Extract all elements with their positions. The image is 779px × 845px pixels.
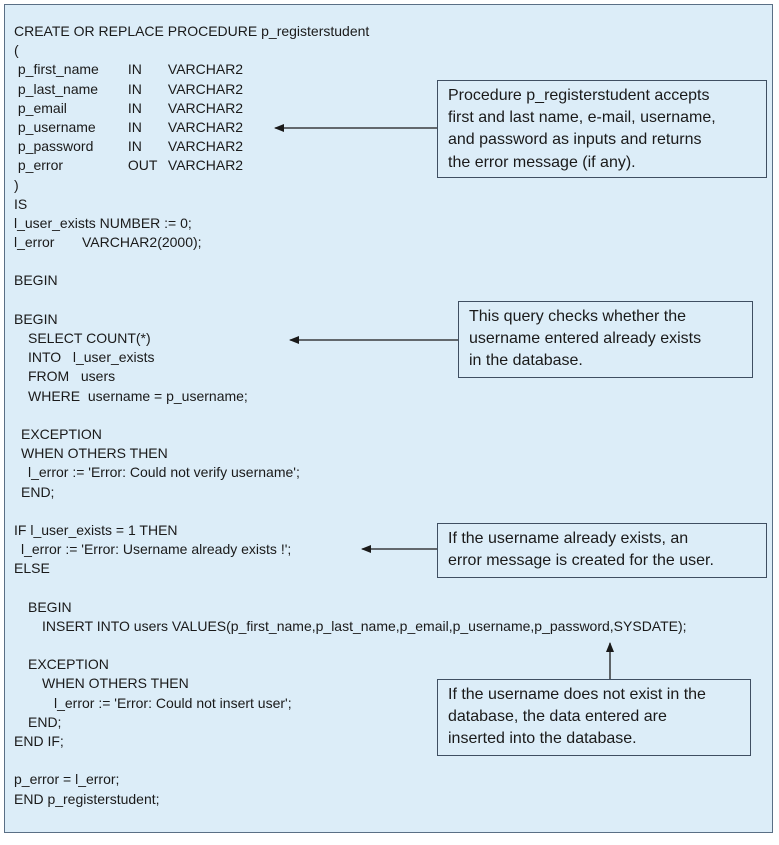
- param-line: p_username IN VARCHAR2: [14, 118, 687, 137]
- code-line: WHEN OTHERS THEN: [42, 675, 189, 692]
- code-line: INTO l_user_exists: [28, 349, 155, 366]
- decl-type: VARCHAR2(2000);: [82, 234, 202, 251]
- param-mode: IN: [127, 61, 142, 78]
- param-name: p_password: [17, 138, 94, 155]
- code-line: l_error := 'Error: Could not verify user…: [28, 464, 300, 481]
- decl-name: l_error: [14, 234, 55, 251]
- param-mode: IN: [127, 138, 142, 155]
- callout-procedure-description: Procedure p_registerstudent accepts firs…: [437, 80, 767, 178]
- param-mode: IN: [127, 80, 142, 97]
- callout-line: in the database.: [469, 352, 583, 370]
- code-line: (: [14, 42, 19, 59]
- param-name: p_username: [17, 118, 96, 135]
- code-line: END IF;: [14, 732, 64, 749]
- code-line: p_error = l_error;: [14, 771, 120, 788]
- code-line: CREATE OR REPLACE PROCEDURE p_registerst…: [14, 23, 370, 39]
- code-line: END;: [28, 713, 62, 730]
- param-name: p_first_name: [17, 61, 99, 78]
- code-line: INSERT INTO users VALUES(p_first_name,p_…: [42, 617, 687, 634]
- param-line: p_password IN VARCHAR2: [14, 137, 687, 156]
- code-line: EXCEPTION: [21, 425, 102, 442]
- code-line: SELECT COUNT(*): [28, 330, 151, 346]
- callout-line: inserted into the database.: [448, 730, 637, 748]
- callout-line: and password as inputs and returns: [448, 131, 702, 149]
- callout-line: username entered already exists: [469, 330, 702, 348]
- callout-line: Procedure p_registerstudent accepts: [448, 87, 710, 104]
- callout-line: first and last name, e-mail, username,: [448, 109, 716, 127]
- param-type: VARCHAR2: [167, 80, 244, 97]
- callout-line: error message is created for the user.: [448, 552, 714, 570]
- code-line: FROM users: [28, 368, 116, 385]
- param-line: p_last_name IN VARCHAR2: [14, 80, 687, 99]
- code-line: BEGIN: [28, 598, 72, 615]
- param-line: p_email IN VARCHAR2: [14, 99, 687, 118]
- param-type: VARCHAR2: [167, 99, 244, 116]
- code-line: BEGIN: [14, 310, 58, 327]
- param-line: p_error OUT VARCHAR2: [14, 156, 687, 175]
- code-line: l_error := 'Error: Could not insert user…: [54, 694, 292, 711]
- code-line: EXCEPTION: [28, 656, 109, 673]
- param-mode: IN: [127, 118, 142, 135]
- code-line: ELSE: [14, 560, 50, 577]
- callout-line: This query checks whether the: [469, 308, 686, 325]
- callout-line: If the username does not exist in the: [448, 686, 706, 703]
- callout-line: If the username already exists, an: [448, 530, 689, 547]
- code-line: END p_registerstudent;: [14, 790, 160, 807]
- callout-line: database, the data entered are: [448, 708, 667, 726]
- callout-line: the error message (if any).: [448, 153, 636, 171]
- param-type: VARCHAR2: [167, 118, 244, 135]
- callout-query-description: This query checks whether the username e…: [458, 301, 753, 378]
- code-line: ): [14, 176, 19, 193]
- param-mode: IN: [127, 99, 142, 116]
- param-line: p_first_name IN VARCHAR2: [14, 60, 687, 79]
- param-name: p_last_name: [17, 80, 99, 97]
- code-line: WHEN OTHERS THEN: [21, 445, 168, 462]
- param-type: VARCHAR2: [167, 61, 244, 78]
- param-type: VARCHAR2: [167, 157, 244, 174]
- param-name: p_error: [17, 157, 64, 174]
- param-mode: OUT: [127, 157, 158, 174]
- code-line: END;: [21, 483, 55, 500]
- code-line: l_error := 'Error: Username already exis…: [21, 541, 292, 558]
- code-line: IF l_user_exists = 1 THEN: [14, 521, 178, 538]
- callout-exists-description: If the username already exists, an error…: [437, 523, 767, 578]
- callout-insert-description: If the username does not exist in the da…: [437, 679, 751, 756]
- param-type: VARCHAR2: [167, 138, 244, 155]
- code-line: BEGIN: [14, 272, 58, 289]
- code-line: IS: [14, 195, 28, 212]
- sql-procedure-code: CREATE OR REPLACE PROCEDURE p_registerst…: [14, 22, 687, 809]
- param-name: p_email: [17, 99, 67, 116]
- code-line: WHERE username = p_username;: [28, 387, 248, 404]
- code-line: l_error VARCHAR2(2000);: [14, 233, 687, 252]
- code-line: l_user_exists NUMBER := 0;: [14, 214, 192, 231]
